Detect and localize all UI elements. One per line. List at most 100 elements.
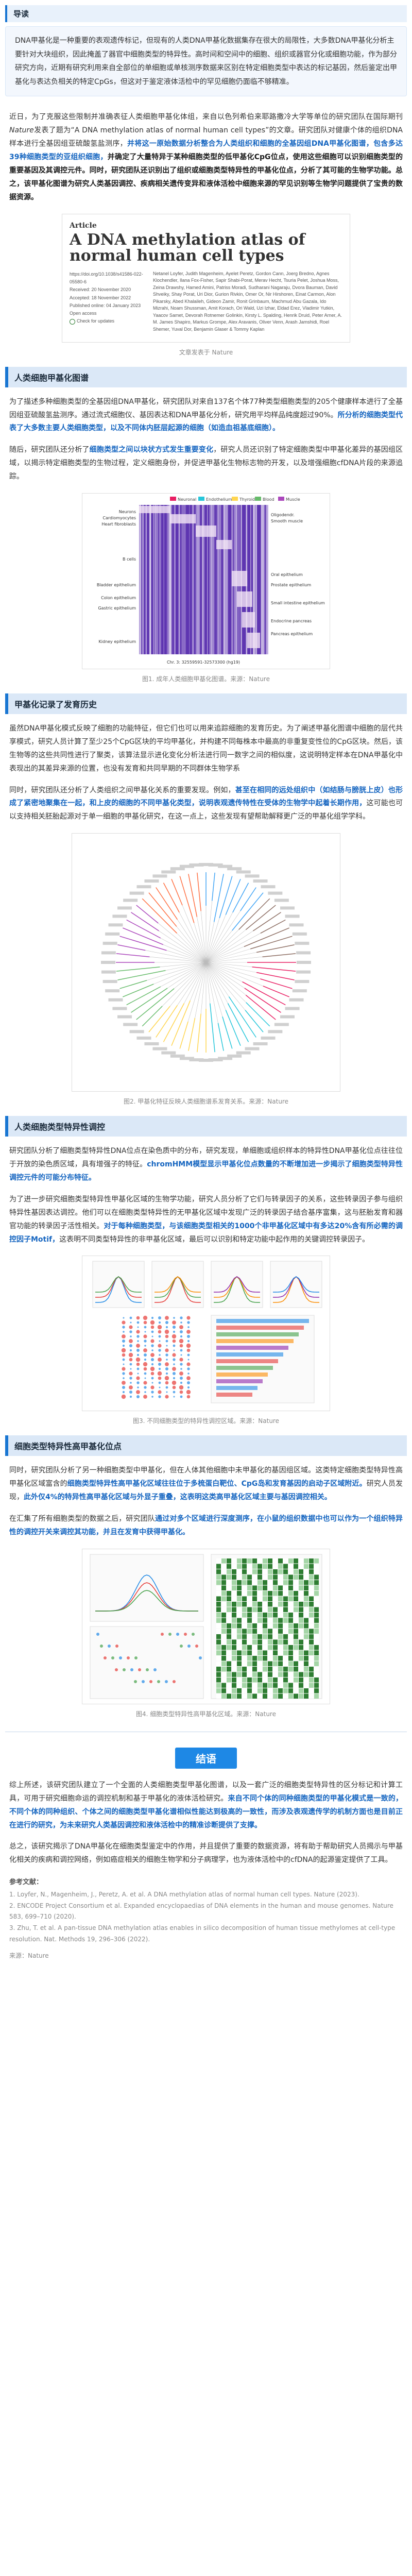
tree-label [199, 863, 213, 867]
tree-trunk [147, 962, 207, 981]
fig4-cell [283, 1645, 288, 1650]
fig4-cell [314, 1596, 319, 1601]
fig4-point [157, 1680, 160, 1683]
fig4-cell [278, 1558, 283, 1564]
fig4-cell [227, 1564, 231, 1569]
dot-cell [143, 1316, 148, 1320]
section4-text-a: 同时，研究团队分析了另一种细胞类型中甲基化，但在人体其他细胞中未甲基化的基因组区… [9, 1466, 403, 1488]
tree-label [179, 865, 194, 868]
dot-cell [158, 1395, 161, 1399]
fig4-cell [278, 1580, 283, 1585]
dot-cell [136, 1316, 140, 1320]
fig4-cell [288, 1601, 293, 1607]
heatmap-block [237, 591, 252, 607]
conclusion-paragraph2: 总之，该研究揭示了DNA甲基化在细胞类型鉴定中的作用，并且提供了重要的数据资源，… [9, 1842, 403, 1865]
fig4-cell [273, 1590, 278, 1596]
fig4-cell [258, 1590, 262, 1596]
fig4-cell [299, 1677, 303, 1683]
heatmap-block [196, 525, 216, 537]
dot-cell [136, 1363, 140, 1366]
fig4-cell [299, 1574, 303, 1580]
tree-trunk [177, 962, 207, 1006]
fig4-cell [221, 1677, 226, 1683]
tree-trunk [165, 962, 207, 971]
fig4-cell [309, 1634, 314, 1639]
tree-label [261, 1037, 276, 1040]
dot-cell [164, 1330, 169, 1334]
dot-cell [158, 1335, 161, 1338]
fig4-cell [221, 1558, 226, 1564]
heatmap-stripe [139, 504, 141, 654]
row-label: Gastric epithelium [98, 606, 136, 611]
fig4-point [127, 1656, 130, 1659]
fig4-cell [237, 1618, 242, 1623]
tree-label [161, 870, 176, 874]
fig4-cell [314, 1590, 319, 1596]
heatmap-stripe [159, 504, 161, 654]
fig4-cell [299, 1558, 303, 1564]
figure1-caption: 图1. 成年人类细胞甲基化图谱。来源：Nature [142, 675, 270, 683]
section4-highlight-2: 此外仅4%的特异性高甲基化区域与外显子重叠，这表明这类高甲基化区域主要与基因调控… [24, 1493, 332, 1502]
fig4-cell [268, 1569, 272, 1574]
fig4-cell [268, 1564, 272, 1569]
fig4-cell [216, 1693, 221, 1699]
fig4-cell [288, 1661, 293, 1666]
dot-cell [136, 1381, 140, 1385]
fig4-cell [288, 1612, 293, 1618]
section4-text-d: 在汇集了所有细胞类型的数据之后，研究团队 [9, 1515, 156, 1523]
section1-highlight: 所分析的细胞类型代表了大多数主要人类细胞类型，以及不同体内胚层起源的细胞（如造血… [9, 411, 403, 433]
heatmap-stripe [220, 504, 221, 654]
fig4-cell [258, 1607, 262, 1612]
legend-thyroid: Thyroid [239, 497, 255, 502]
section2-text-c: 这可能也可以支持相关胚胎起源对于单一细胞的甲基化研究，在这一点上，这些发现有望帮… [9, 799, 403, 821]
motif-bar [216, 1352, 283, 1357]
dot-cell [165, 1335, 169, 1338]
fig4-cell [221, 1585, 226, 1590]
heatmap-stripe [163, 504, 165, 654]
dot-cell [122, 1334, 126, 1339]
section3-highlight: chromHMM模型显示甲基化位点数量的不断增加进一步揭示了细胞类型特异性调控元… [9, 1160, 403, 1182]
fig4-cell [263, 1661, 267, 1666]
fig4-cell [294, 1683, 298, 1688]
fig4-cell [216, 1650, 221, 1655]
fig4-cell [216, 1677, 221, 1683]
heatmap-stripe [178, 504, 179, 654]
dot-cell [165, 1326, 168, 1329]
tree-label [296, 970, 311, 974]
journal-name: Nature [9, 126, 34, 135]
article-meta: https://doi.org/10.1038/s41586-022-05580… [70, 270, 147, 333]
fig4-cell [309, 1672, 314, 1677]
tree-branch [197, 1013, 201, 1053]
fig4-cell [247, 1666, 252, 1672]
fig4-cell [237, 1569, 242, 1574]
fig4-cell [283, 1650, 288, 1655]
fig4-cell [242, 1601, 247, 1607]
section3-paragraph2: 为了进一步研究细胞类型特异性甲基化区域的生物学功能，研究人员分析了它们与转录因子… [0, 1189, 412, 1251]
heatmap-stripe [175, 504, 176, 654]
fig4-cell [258, 1612, 262, 1618]
fig4-cell [273, 1677, 278, 1683]
dot-cell [171, 1334, 177, 1339]
tree-trunk [162, 962, 207, 1007]
dot-cell [187, 1354, 190, 1357]
fig4-cell [252, 1596, 257, 1601]
fig4-cell [252, 1677, 257, 1683]
motif-bar [216, 1386, 258, 1391]
fig4-cell [232, 1672, 236, 1677]
tree-trunk [205, 962, 229, 997]
fig4-cell [242, 1564, 247, 1569]
fig4-cell [273, 1618, 278, 1623]
tree-label [112, 914, 127, 918]
heatmap-stripe [267, 504, 269, 654]
tree-branch [238, 898, 270, 930]
dot-cell [151, 1382, 153, 1384]
fig4-cell [314, 1564, 319, 1569]
fig4-cell [273, 1693, 278, 1699]
dot-cell [187, 1326, 190, 1329]
fig4-cell [252, 1629, 257, 1634]
heatmap-stripe [150, 504, 151, 654]
fig4-cell [314, 1612, 319, 1618]
fig4-cell [288, 1607, 293, 1612]
dot-cell [151, 1396, 153, 1398]
dot-cell [144, 1372, 147, 1375]
